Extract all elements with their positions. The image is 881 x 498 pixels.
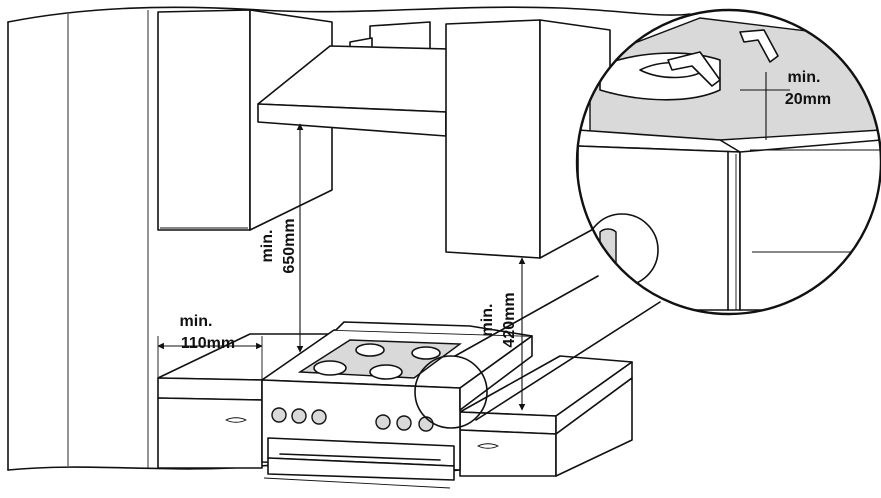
lid-clearance-line2: 20mm <box>785 91 831 108</box>
side-clearance-line2: 110mm <box>181 335 235 352</box>
right-wall-cabinet <box>445 19 611 259</box>
gas-cooker <box>261 321 533 489</box>
hood-clearance-line1: min. <box>259 230 276 263</box>
control-knobs <box>271 407 434 432</box>
detail-highlight-circle <box>414 355 488 429</box>
magnified-detail <box>575 8 881 316</box>
cabinet-clearance-line2: 420mm <box>501 292 518 347</box>
detail-callout <box>414 275 661 429</box>
side-clearance-line1: min. <box>180 313 213 330</box>
hood-clearance-line2: 650mm <box>281 218 298 273</box>
label-cabinet-clearance: min. 420mm <box>479 292 518 347</box>
lid-clearance-line1: min. <box>788 69 821 86</box>
label-side-clearance: min. 110mm <box>180 313 236 352</box>
cabinet-clearance-line1: min. <box>479 304 496 337</box>
label-lid-clearance: min. 20mm <box>785 69 831 108</box>
burners <box>313 343 441 380</box>
label-hood-clearance: min. 650mm <box>259 218 298 273</box>
right-counter <box>459 355 633 477</box>
dimension-lines <box>157 123 526 411</box>
